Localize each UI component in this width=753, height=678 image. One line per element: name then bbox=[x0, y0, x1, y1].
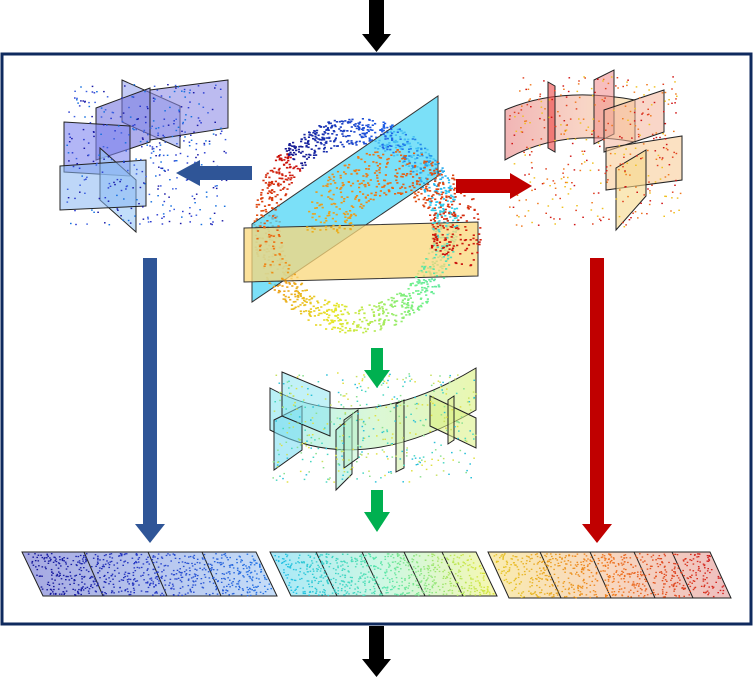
sphere-front-points bbox=[253, 119, 482, 334]
arrow-to-blue-cluster bbox=[176, 160, 252, 186]
arrow-green-down bbox=[364, 490, 390, 532]
blue-plane-cluster bbox=[59, 79, 229, 234]
unrolled-blue-strip bbox=[21, 551, 278, 597]
red-plane-cluster bbox=[504, 69, 683, 232]
yellow-cutting-plane bbox=[243, 221, 479, 283]
arrow-red-down bbox=[582, 258, 612, 543]
unrolled-green-strip bbox=[269, 551, 498, 597]
arrow-to-green-chain bbox=[364, 348, 390, 388]
arrow-to-red-cluster bbox=[456, 173, 532, 199]
green-plane-chain bbox=[269, 367, 478, 492]
arrow-blue-down bbox=[135, 258, 165, 543]
unrolled-red-strip bbox=[487, 551, 732, 599]
input-arrow bbox=[362, 0, 391, 52]
output-arrow bbox=[362, 626, 391, 677]
